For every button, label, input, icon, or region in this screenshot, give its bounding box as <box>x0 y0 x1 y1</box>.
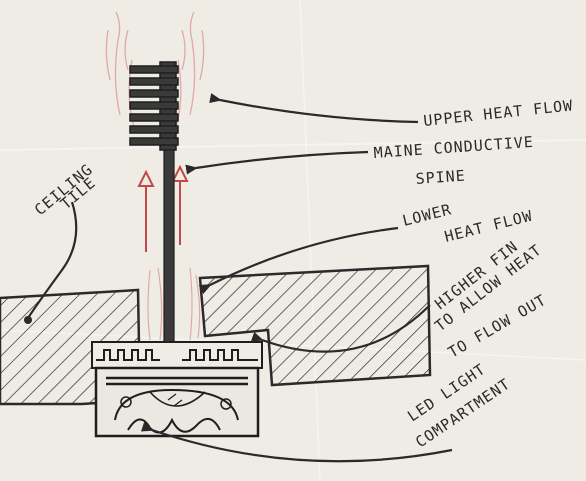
upper-heatsink-fins <box>129 61 179 151</box>
label-upper-heat-flow: UPPER HEAT FLOW <box>423 96 575 130</box>
fin-leader <box>250 304 431 353</box>
conductive-spine <box>163 149 175 351</box>
spine-leader <box>185 150 369 175</box>
label-lower-line2: HEAT FLOW <box>443 207 535 246</box>
led-compartment <box>94 366 260 438</box>
lower-heat-leader <box>198 226 399 294</box>
upper-heat-leader <box>209 93 419 124</box>
lower-heat-wisps <box>147 267 201 341</box>
led-leader <box>140 422 453 463</box>
label-spine-line1: MAINE CONDUCTIVE <box>373 133 534 162</box>
leader-lines <box>27 93 453 463</box>
ceiling-leader-dot <box>24 316 32 324</box>
label-spine-line2: SPINE <box>415 167 466 188</box>
heat-rise-arrows <box>137 164 189 252</box>
ceiling-tile-right <box>198 264 432 387</box>
label-lower-line1: LOWER <box>401 200 454 230</box>
ceiling-leader <box>27 201 78 319</box>
base-heatsink-fins <box>91 341 263 369</box>
